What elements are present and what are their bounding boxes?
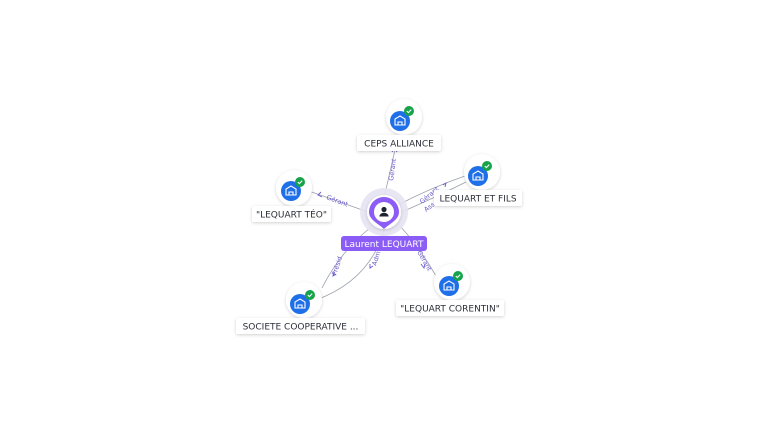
center-label: Laurent LEQUART: [345, 240, 424, 250]
verified-badge-icon: [482, 161, 492, 171]
person-icon: [379, 206, 389, 217]
verified-badge-icon: [295, 177, 305, 187]
edge-label-ceps: Gérant: [387, 158, 398, 182]
node-label-fils: LEQUART ET FILS: [439, 195, 516, 205]
arrow-fils: [442, 181, 447, 188]
node-label-societe: SOCIETE COOPERATIVE ...: [243, 323, 359, 333]
edge-teo: [305, 189, 369, 213]
verified-badge-icon: [453, 271, 463, 281]
center-label-bg: [341, 236, 427, 251]
node-lequart-et-fils[interactable]: LEQUART ET FILS: [434, 154, 522, 206]
node-label-ceps: CEPS ALLIANCE: [364, 140, 434, 150]
company-icon: [468, 166, 488, 186]
building-glyph: [394, 115, 406, 126]
edge-label-societe-2: Adm: [370, 250, 382, 267]
edge-societe: [321, 227, 371, 289]
node-label-corentin: "LEQUART CORENTIN": [400, 305, 500, 315]
node-label-teo: "LEQUART TÉO": [256, 209, 327, 221]
arrow-societe: [332, 271, 337, 278]
company-icon: [281, 181, 301, 201]
verified-badge-icon: [404, 106, 414, 116]
verified-badge-icon: [305, 290, 315, 300]
building-glyph: [472, 170, 484, 181]
company-icon: [439, 276, 459, 296]
edge-label-corentin: Gérant: [415, 249, 433, 273]
node-lequart-teo[interactable]: "LEQUART TÉO": [252, 170, 331, 222]
company-icon: [290, 294, 310, 314]
arrow-corentin: [420, 263, 426, 270]
arrow-societe-2: [369, 264, 374, 269]
arrow-teo: [317, 191, 323, 198]
building-glyph: [294, 298, 306, 309]
company-icon: [390, 111, 410, 131]
node-societe-cooperative[interactable]: SOCIETE COOPERATIVE ...: [236, 282, 365, 334]
building-glyph: [443, 280, 455, 291]
node-lequart-corentin[interactable]: "LEQUART CORENTIN": [396, 264, 504, 316]
node-ceps-alliance[interactable]: CEPS ALLIANCE: [357, 99, 441, 151]
building-glyph: [285, 185, 297, 196]
edge-label-societe: Présid: [330, 255, 344, 276]
center-person-node[interactable]: Laurent LEQUART: [341, 188, 427, 251]
